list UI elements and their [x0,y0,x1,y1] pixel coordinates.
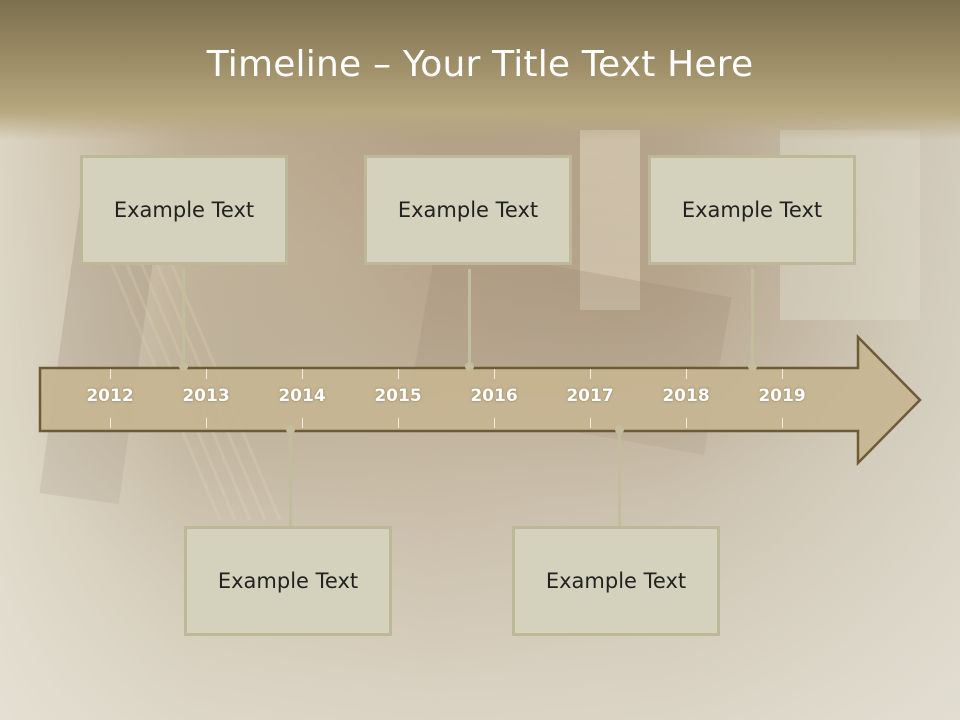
connector-dot [465,362,474,371]
year-tick [590,418,591,428]
year-label: 2018 [662,386,710,406]
event-label: Example Text [113,198,255,222]
event-box-top-3[interactable]: Example Text [648,155,856,265]
year-tick [686,418,687,428]
title-band [0,0,960,140]
connector-line [182,269,185,366]
year-tick [110,418,111,428]
event-label: Example Text [217,569,359,593]
year-tick [302,369,303,379]
event-label: Example Text [545,569,687,593]
event-label: Example Text [681,198,823,222]
year-tick [782,418,783,428]
event-box-bottom-2[interactable]: Example Text [512,526,720,636]
year-tick [494,369,495,379]
year-label: 2015 [374,386,422,406]
connector-line [618,432,621,526]
event-box-top-2[interactable]: Example Text [364,155,572,265]
connector-line [751,269,754,366]
year-tick [398,418,399,428]
year-label: 2017 [566,386,614,406]
connector-dot [286,425,295,434]
year-tick [686,369,687,379]
year-tick [398,369,399,379]
connector-dot [748,362,757,371]
year-tick [590,369,591,379]
year-label: 2019 [758,386,806,406]
connector-dot [615,425,624,434]
year-tick [206,418,207,428]
year-label: 2013 [182,386,230,406]
event-box-top-1[interactable]: Example Text [80,155,288,265]
year-tick [110,369,111,379]
slide-title: Timeline – Your Title Text Here [206,44,754,85]
year-tick [782,369,783,379]
year-label: 2014 [278,386,326,406]
year-tick [206,369,207,379]
connector-line [289,432,292,526]
connector-dot [179,362,188,371]
event-label: Example Text [397,198,539,222]
year-label: 2012 [86,386,134,406]
connector-line [468,269,471,366]
event-box-bottom-1[interactable]: Example Text [184,526,392,636]
year-tick [302,418,303,428]
year-tick [494,418,495,428]
year-label: 2016 [470,386,518,406]
